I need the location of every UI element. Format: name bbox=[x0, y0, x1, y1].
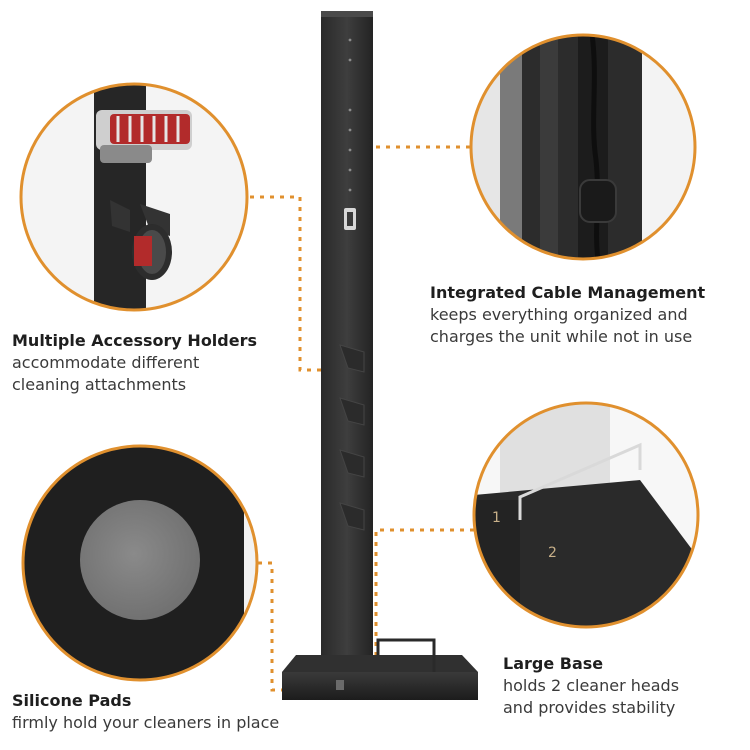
silicone-pads-caption: Silicone Pads firmly hold your cleaners … bbox=[12, 690, 342, 734]
silicone-pads-title: Silicone Pads bbox=[12, 691, 132, 710]
accessory-holders-title: Multiple Accessory Holders bbox=[12, 331, 258, 350]
accessory-holders-zoom bbox=[19, 82, 249, 312]
large-base-desc-line-2: and provides stability bbox=[503, 698, 676, 717]
silicone-pad bbox=[80, 500, 200, 620]
cable-management-title: Integrated Cable Management bbox=[430, 283, 706, 302]
accessory-hooks bbox=[339, 344, 365, 531]
cable-management-zoom bbox=[469, 33, 697, 261]
cable-management-desc-line-2: charges the unit while not in use bbox=[430, 327, 693, 346]
leader-lines bbox=[250, 145, 474, 692]
silicone-pads-zoom bbox=[21, 444, 259, 682]
large-base-desc-line-1: holds 2 cleaner heads bbox=[503, 676, 680, 695]
large-base-zoom: 1 2 bbox=[472, 401, 700, 629]
base-slot-label-1: 1 bbox=[492, 510, 501, 526]
vacuum-stand bbox=[282, 11, 478, 700]
leader-line-base bbox=[374, 528, 474, 660]
stand-base bbox=[282, 672, 478, 700]
stand-pole bbox=[321, 11, 373, 671]
stand-head-bar bbox=[376, 638, 436, 672]
accessory-holders-desc-line-1: accommodate different bbox=[12, 353, 200, 372]
silicone-pads-desc-line-1: firmly hold your cleaners in place bbox=[12, 713, 280, 732]
accessory-holders-desc-line-2: cleaning attachments bbox=[12, 375, 187, 394]
large-base-title: Large Base bbox=[503, 654, 604, 673]
cable-management-caption: Integrated Cable Management keeps everyt… bbox=[430, 282, 750, 348]
large-base-caption: Large Base holds 2 cleaner heads and pro… bbox=[503, 653, 743, 719]
accessory-holders-caption: Multiple Accessory Holders accommodate d… bbox=[12, 330, 292, 396]
cable-management-desc-line-1: keeps everything organized and bbox=[430, 305, 688, 324]
base-slot-label-2: 2 bbox=[548, 545, 557, 561]
